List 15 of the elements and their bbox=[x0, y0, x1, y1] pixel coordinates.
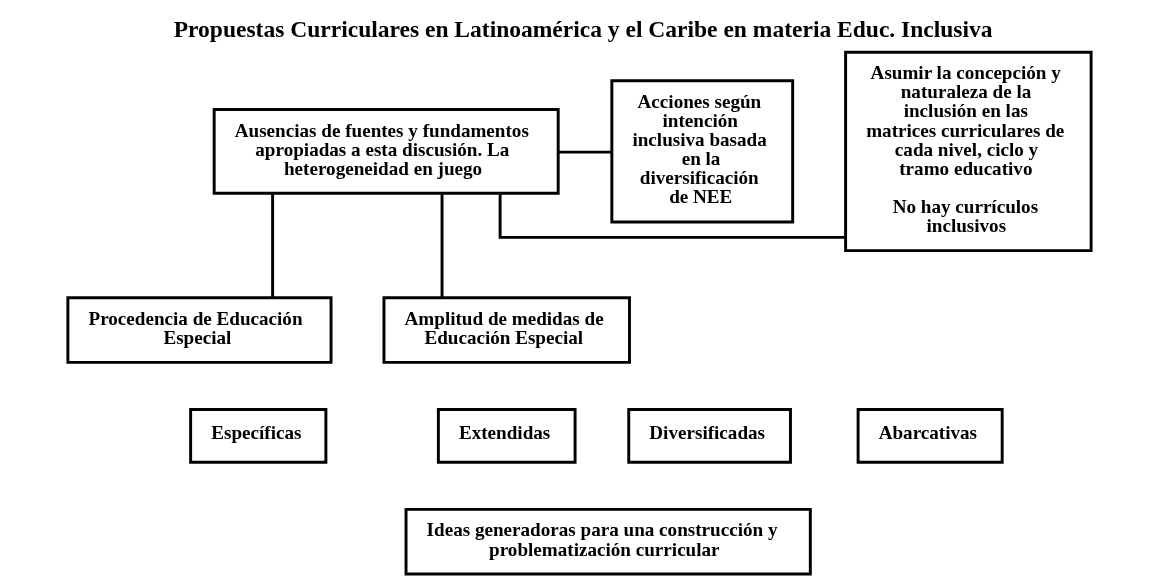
node-box: Abarcativas bbox=[856, 407, 1004, 464]
node-box: Procedencia de Educación Especial bbox=[66, 296, 333, 364]
connector bbox=[440, 193, 444, 298]
diagram-title: Propuestas Curriculares en Latinoamérica y el Caribe en materia Educ. Inclusiva bbox=[173, 16, 993, 43]
connector bbox=[498, 193, 846, 239]
node-box: Específicas bbox=[189, 407, 328, 464]
connector bbox=[271, 193, 275, 298]
node-box: Diversificadas bbox=[627, 407, 792, 464]
node-box: Ideas generadoras para una construcción y problematización curricular bbox=[404, 507, 812, 576]
node-box: Ausencias de fuentes y fundamentos apropiadas a esta discusión. La heterogeneidad en juego bbox=[212, 108, 560, 195]
node-box: Amplitud de medidas de Educación Especial bbox=[382, 296, 631, 364]
connector bbox=[558, 150, 612, 154]
node-box: Acciones según intención inclusiva basada en la diversificación de NEE bbox=[610, 79, 795, 224]
node-box: Asumir la concepción y naturaleza de la inclusión en las matrices curriculares de cada nivel, ciclo y tramo educativo No hay currículos inclusivos bbox=[844, 50, 1093, 253]
node-box: Extendidas bbox=[436, 407, 577, 464]
